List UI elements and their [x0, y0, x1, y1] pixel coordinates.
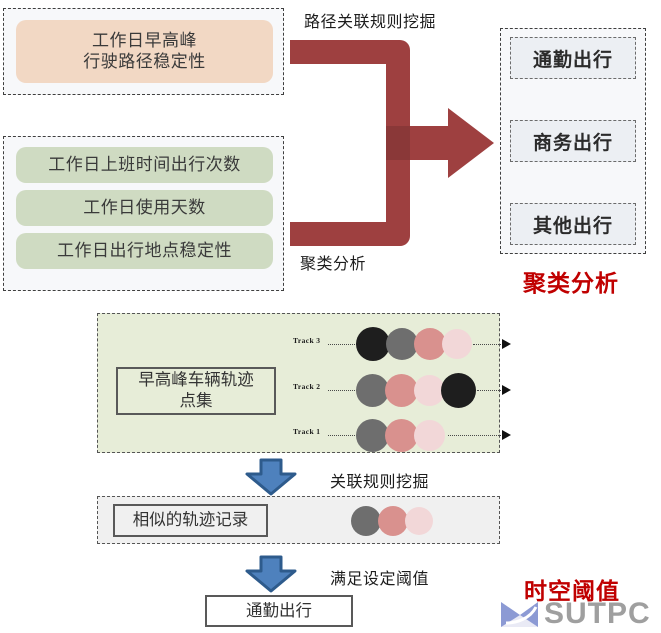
input-group-path-stability: 工作日早高峰 行驶路径稳定性: [3, 8, 284, 95]
track-3-arrowhead-icon: [502, 339, 511, 349]
track-1-dot-3: [414, 420, 445, 451]
track-3-dot-3: [414, 328, 446, 360]
track-3-tail-line: [473, 344, 505, 345]
input-pill-weekday-usage-days[interactable]: 工作日使用天数: [16, 190, 273, 226]
result-box-commute-label: 通勤出行: [246, 601, 312, 620]
down-arrow-threshold: [243, 555, 299, 593]
track-2-dot-2: [385, 374, 418, 407]
input-pill-path-stability-line2: 行驶路径稳定性: [83, 51, 206, 71]
track-2-dot-1: [356, 374, 389, 407]
track-3-dot-2: [386, 328, 418, 360]
track-1-dot-2: [385, 419, 418, 452]
down-arrow-assoc-rule-svg: [245, 458, 297, 496]
input-pill-weekday-usage-days-label: 工作日使用天数: [83, 197, 206, 217]
label-cluster-analysis-bottom: 聚类分析: [300, 256, 367, 273]
sutpc-logo: SUTPC: [500, 597, 660, 631]
output-item-commute-label: 通勤出行: [532, 49, 613, 71]
sutpc-logo-mark-icon: [501, 602, 538, 627]
track-2-arrowhead-icon: [502, 385, 511, 395]
track-1-leader-line: [328, 435, 363, 436]
merge-arrow-red: [288, 38, 500, 248]
trajectory-caption-line1: 早高峰车辆轨迹: [138, 371, 254, 390]
track-2-dot-3: [414, 375, 445, 406]
input-pill-weekday-location-stability[interactable]: 工作日出行地点稳定性: [16, 233, 273, 269]
track-3-label: Track 3: [293, 336, 321, 345]
similar-trajectory-panel: 相似的轨迹记录: [97, 496, 500, 544]
input-pill-path-stability-line1: 工作日早高峰: [92, 30, 197, 50]
input-pill-weekday-location-stability-label: 工作日出行地点稳定性: [57, 240, 232, 260]
track-2-leader-line: [328, 390, 363, 391]
track-3-leader-line: [328, 344, 363, 345]
output-item-commute[interactable]: 通勤出行: [510, 37, 636, 79]
track-2-label: Track 2: [293, 382, 321, 391]
merge-arrow-red-svg: [290, 40, 494, 246]
track-1-tail-line: [448, 435, 505, 436]
similar-record-caption-box[interactable]: 相似的轨迹记录: [113, 504, 268, 537]
down-arrow-threshold-svg: [245, 555, 297, 593]
input-pill-weekday-trip-count[interactable]: 工作日上班时间出行次数: [16, 147, 273, 183]
input-group-weekday-features: 工作日上班时间出行次数 工作日使用天数 工作日出行地点稳定性: [3, 136, 284, 291]
output-item-other-label: 其他出行: [532, 215, 613, 237]
trajectory-caption-box[interactable]: 早高峰车辆轨迹 点集: [116, 367, 276, 415]
output-item-other[interactable]: 其他出行: [510, 203, 636, 245]
similar-record-caption: 相似的轨迹记录: [132, 511, 249, 530]
similar-dot-1: [351, 506, 381, 536]
input-pill-path-stability[interactable]: 工作日早高峰 行驶路径稳定性: [16, 20, 273, 83]
annotation-cluster-analysis-red: 聚类分析: [523, 270, 619, 296]
annotation-spatiotemporal-threshold-red: 时空阈值: [524, 578, 620, 604]
track-3-dot-4: [442, 329, 472, 359]
output-item-business-label: 商务出行: [532, 132, 613, 154]
output-item-business[interactable]: 商务出行: [510, 120, 636, 162]
down-arrow-assoc-rule: [243, 458, 299, 496]
track-1-arrowhead-icon: [502, 430, 511, 440]
label-assoc-rule-mining: 关联规则挖掘: [330, 474, 430, 491]
track-2-tail-line: [477, 390, 505, 391]
sutpc-logo-text: SUTPC: [544, 597, 651, 630]
track-1-label: Track 1: [293, 427, 321, 436]
trajectory-point-set-panel: 早高峰车辆轨迹 点集 Track 3 Track 2 Track 1: [97, 313, 511, 453]
similar-dot-3: [405, 507, 433, 535]
similar-dot-2: [378, 506, 408, 536]
trajectory-caption-line2: 点集: [179, 392, 213, 410]
label-path-assoc-rule-mining: 路径关联规则挖掘: [304, 14, 437, 31]
result-box-commute[interactable]: 通勤出行: [205, 595, 353, 627]
input-pill-weekday-trip-count-label: 工作日上班时间出行次数: [48, 154, 241, 174]
output-group-trip-types: 通勤出行 商务出行 其他出行: [500, 28, 646, 254]
label-threshold-satisfied: 满足设定阈值: [330, 571, 430, 588]
track-3-dot-1: [356, 327, 390, 361]
track-2-dot-4: [441, 373, 476, 408]
track-1-dot-1: [356, 419, 389, 452]
